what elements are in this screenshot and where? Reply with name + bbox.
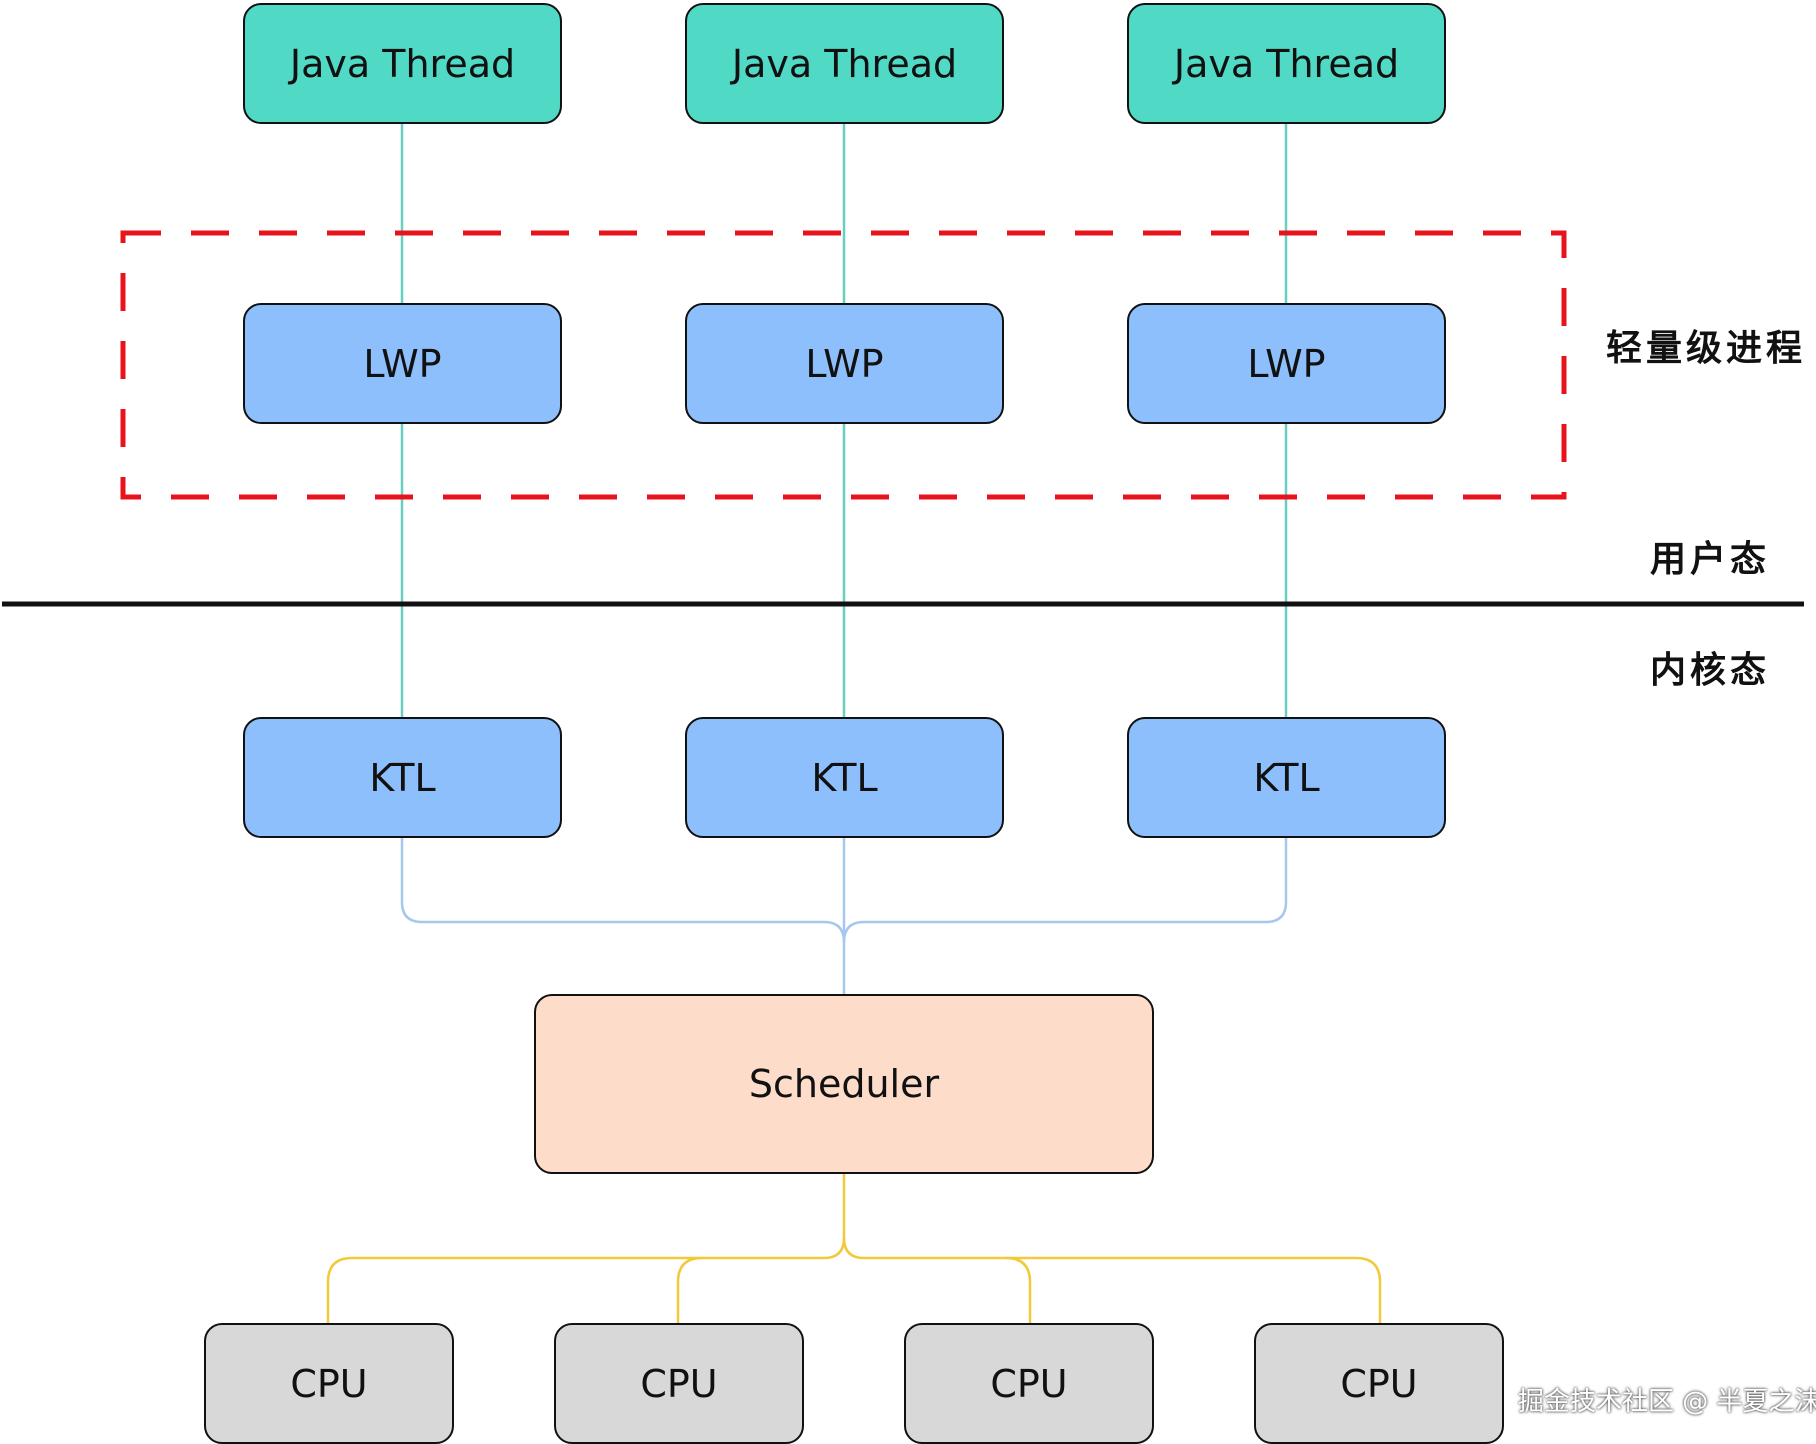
java-thread-label: Java Thread [1173, 41, 1400, 86]
ktl-label: KTL [369, 755, 436, 800]
cpu-node: CPU [554, 1323, 804, 1444]
ktl-node: KTL [1127, 717, 1446, 838]
ktl-link-right [842, 836, 1288, 943]
cpu-link-2 [676, 1256, 703, 1324]
lwp-node: LWP [1127, 303, 1446, 424]
cpu-label: CPU [290, 1361, 368, 1406]
java-thread-node: Java Thread [243, 3, 562, 124]
cpu-link-trunk-r [842, 1237, 865, 1260]
java-thread-node: Java Thread [685, 3, 1004, 124]
java-thread-label: Java Thread [289, 41, 516, 86]
cpu-link-trunk [823, 1173, 846, 1260]
lwp-group-outline [120, 230, 1567, 500]
ktl-node: KTL [685, 717, 1004, 838]
ktl-label: KTL [1253, 755, 1320, 800]
cpu-link-1 [326, 1256, 824, 1324]
lwp-node: LWP [685, 303, 1004, 424]
java-thread-node: Java Thread [1127, 3, 1446, 124]
watermark: 掘金技术社区 @ 半夏之沫 [1518, 1387, 1816, 1417]
cpu-label: CPU [1340, 1361, 1418, 1406]
lwp-label: LWP [805, 341, 884, 386]
cpu-link-4 [1006, 1256, 1382, 1324]
cpu-node: CPU [904, 1323, 1154, 1444]
java-thread-label: Java Thread [731, 41, 958, 86]
cpu-node: CPU [1254, 1323, 1504, 1444]
ktl-label: KTL [811, 755, 878, 800]
cpu-label: CPU [640, 1361, 718, 1406]
user-mode-label: 用户态 [1650, 539, 1771, 580]
scheduler-node: Scheduler [534, 994, 1154, 1174]
cpu-node: CPU [204, 1323, 454, 1444]
lwp-label: LWP [1247, 341, 1326, 386]
lwp-label: LWP [363, 341, 442, 386]
ktl-node: KTL [243, 717, 562, 838]
lwp-group-label: 轻量级进程 [1606, 328, 1807, 369]
cpu-label: CPU [990, 1361, 1068, 1406]
ktl-link-left [400, 836, 846, 943]
cpu-link-3 [864, 1256, 1032, 1324]
lwp-node: LWP [243, 303, 562, 424]
kernel-mode-label: 内核态 [1650, 650, 1771, 691]
scheduler-label: Scheduler [748, 1062, 940, 1106]
